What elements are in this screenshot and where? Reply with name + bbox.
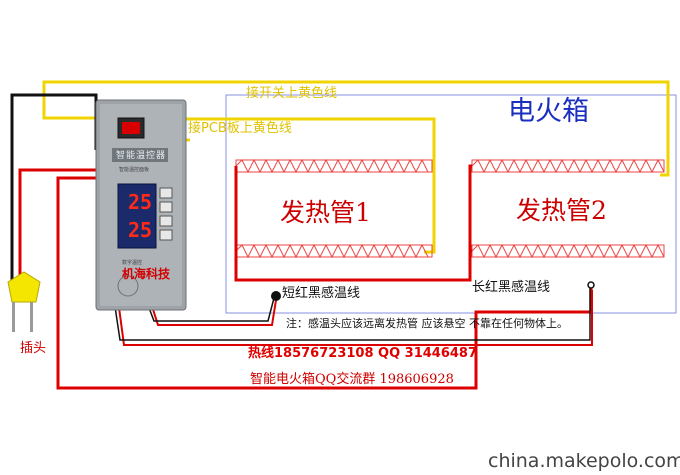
temperature-display bbox=[117, 183, 157, 249]
heater-box-outline bbox=[225, 94, 677, 314]
plug-label: 插头 bbox=[20, 341, 47, 356]
panel-subtitle: 智能温控面板 bbox=[119, 167, 150, 173]
heater-box-title: 电火箱 bbox=[508, 96, 589, 127]
red-wire-plug bbox=[18, 168, 96, 280]
panel-button-4[interactable] bbox=[159, 229, 173, 241]
panel-bottom-label: 数字温控 bbox=[122, 260, 143, 266]
panel-title-plate bbox=[112, 148, 168, 162]
yellow-wire-pcb bbox=[180, 117, 436, 254]
watermark: china.makepolo.com bbox=[488, 450, 680, 472]
display-reading-bottom: 25 bbox=[128, 218, 153, 242]
heater-1-label: 发热管1 bbox=[280, 198, 371, 227]
controller-panel bbox=[95, 99, 187, 311]
red-wire-sensor-long bbox=[117, 290, 593, 346]
sensor-short-label: 短红黑感温线 bbox=[282, 286, 361, 301]
installation-note: 注：感温头应该远离发热管 应该悬空 不靠在任何物体上。 bbox=[286, 317, 568, 330]
panel-button-3[interactable] bbox=[159, 215, 173, 227]
black-wire-sensor-long bbox=[113, 288, 591, 341]
panel-title: 智能温控器 bbox=[116, 151, 167, 161]
heater-2-label: 发热管2 bbox=[516, 196, 607, 225]
qq-group-text: 智能电火箱QQ交流群 198606928 bbox=[250, 372, 454, 387]
sensor-head-long bbox=[587, 281, 595, 289]
display-reading-top: 25 bbox=[128, 190, 153, 214]
panel-button-2[interactable] bbox=[159, 201, 173, 213]
brand-label: 机海科技 bbox=[122, 267, 171, 281]
yellow-wire-pcb-label: 接PCB板上黄色线 bbox=[188, 121, 292, 136]
red-wire-heaters bbox=[234, 164, 472, 282]
yellow-wire-switch-label: 接开关上黄色线 bbox=[246, 86, 338, 101]
heater-tube-2 bbox=[471, 158, 665, 259]
sensor-long-label: 长红黑感温线 bbox=[472, 280, 551, 295]
hotline-text: 热线18576723108 QQ 31446487 bbox=[248, 346, 478, 361]
black-wire-plug bbox=[10, 93, 98, 280]
panel-button-1[interactable] bbox=[159, 187, 173, 199]
speaker-grille bbox=[117, 275, 139, 297]
power-plug bbox=[7, 271, 41, 332]
sensor-head-short bbox=[271, 291, 281, 301]
red-wire-sensor-short bbox=[149, 299, 277, 326]
